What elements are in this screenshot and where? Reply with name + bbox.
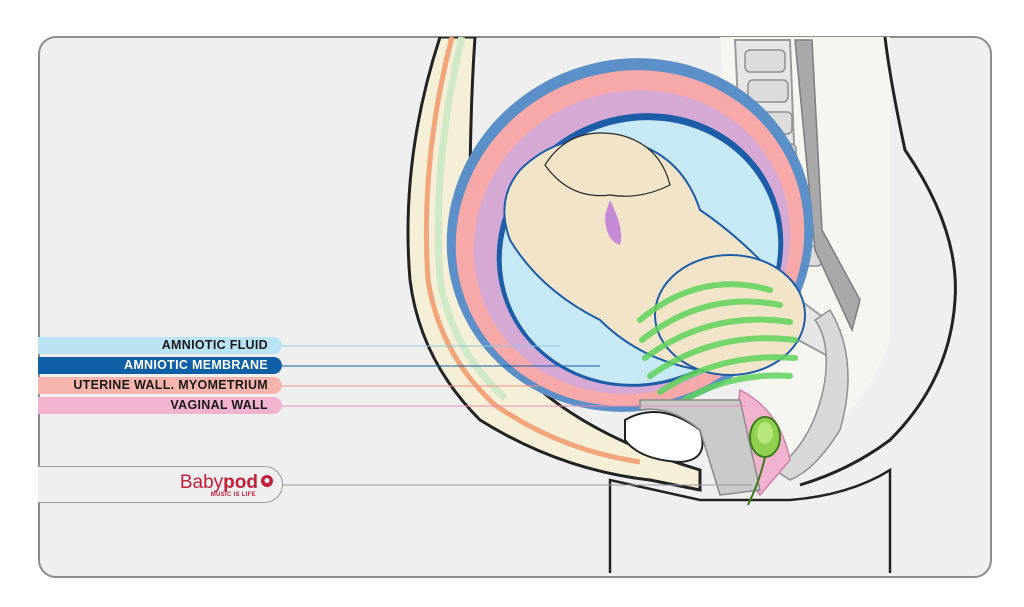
back-outline [799, 37, 957, 487]
brand-name-bold: pod [223, 472, 258, 493]
label-uterine-wall: UTERINE WALL. MYOMETRIUM [38, 377, 282, 394]
abdominal-layer-orange [423, 37, 641, 465]
fetus-leg [544, 132, 671, 197]
rectum [773, 308, 849, 481]
label-amniotic-fluid: AMNIOTIC FLUID [38, 337, 282, 354]
fetus-head [654, 254, 806, 376]
pelvic-floor [639, 399, 761, 496]
brand-tagline: MUSIC IS LIFE [210, 492, 256, 498]
pubic-bone [624, 411, 704, 464]
heart-logo-icon [261, 475, 273, 487]
label-amniotic-membrane: AMNIOTIC MEMBRANE [38, 357, 282, 374]
brand-name-light: Baby [179, 472, 224, 493]
babypod-logo: Babypod [180, 472, 258, 494]
babypod-device-core [757, 422, 773, 444]
umbilical-cord [605, 200, 622, 245]
babypod-logo-label: Babypod MUSIC IS LIFE [38, 466, 283, 503]
babypod-cord [747, 456, 766, 506]
thigh [608, 467, 892, 573]
abdominal-layer-green [434, 37, 508, 401]
sound-waves [637, 281, 798, 407]
label-vaginal-wall: VAGINAL WALL [38, 397, 282, 414]
spinal-canal [794, 39, 861, 333]
